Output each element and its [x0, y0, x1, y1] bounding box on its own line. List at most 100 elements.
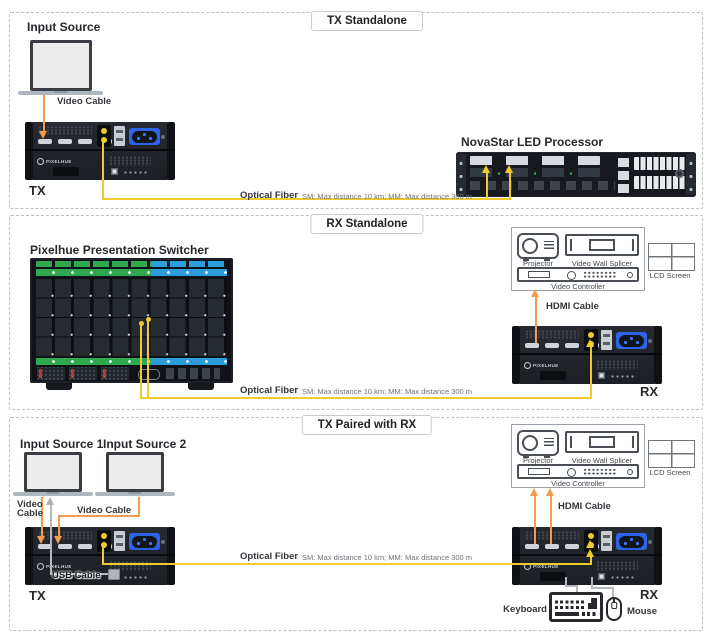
usb-port	[598, 573, 605, 580]
laptop-icon	[18, 40, 103, 95]
card-slots	[36, 278, 227, 356]
optical-fiber-note: SM: Max distance 10 km; MM: Max distance…	[302, 192, 473, 201]
hdmi-cable-arrow	[546, 488, 554, 496]
video-out-port-3	[565, 343, 579, 348]
rx-label: RX	[640, 587, 659, 602]
usb-plug-icon	[108, 569, 120, 580]
video-out-port-2	[545, 544, 559, 549]
tx-label: TX	[29, 183, 46, 198]
optical-fiber-line	[590, 347, 592, 399]
splicer-label: Video Wall Splicer	[571, 259, 633, 268]
ground-screw	[161, 540, 165, 544]
io-ports	[470, 181, 615, 190]
video-in-port-3	[78, 544, 92, 549]
laptop-icon	[13, 452, 93, 496]
optical-fiber-line	[102, 563, 591, 565]
display-devices-box: Projector Video Wall Splicer Video Contr…	[511, 227, 645, 291]
projector-label: Projector	[522, 259, 553, 268]
fiber-port-icon	[97, 530, 111, 552]
video-in-port-3	[78, 139, 92, 144]
ground-screw	[648, 540, 652, 544]
novastar-label: NovaStar LED Processor	[461, 135, 604, 149]
display-devices-box: Projector Video Wall Splicer Video Contr…	[511, 424, 645, 488]
video-wall-splicer-icon	[565, 234, 639, 256]
video-out-port-1	[525, 343, 539, 348]
video-in-port-2	[58, 544, 72, 549]
laptop-base	[18, 91, 103, 95]
lcd-screen-icon	[648, 440, 695, 468]
video-controller-icon	[517, 267, 639, 282]
input-source-1-label: Input Source 1	[20, 437, 104, 451]
keyboard-icon	[549, 592, 603, 622]
video-out-port-1	[525, 544, 539, 549]
section-title-tx-paired-rx: TX Paired with RX	[301, 415, 433, 435]
optical-fiber-arrow	[586, 540, 594, 548]
optical-fiber-line	[590, 557, 592, 565]
optical-fiber-label: Optical Fiber	[240, 190, 299, 201]
usb-port	[598, 372, 605, 379]
keyboard-cable	[565, 577, 567, 587]
laptop-screen	[29, 40, 92, 91]
video-in-port-2	[58, 139, 72, 144]
vent-grille	[596, 360, 638, 370]
optical-fiber-line	[486, 173, 488, 200]
fiber-port-icon	[97, 125, 111, 147]
hdmi-cable-label: HDMI Cable	[558, 501, 611, 512]
video-controller-label: Video Controller	[551, 479, 605, 488]
sfp-module	[114, 531, 125, 551]
tx-label: TX	[29, 588, 46, 603]
video-cable-arrow	[54, 536, 62, 544]
optical-fiber-line	[102, 198, 511, 200]
optical-fiber-line	[509, 173, 511, 200]
switcher-label: Pixelhue Presentation Switcher	[30, 243, 209, 257]
video-in-port-1	[38, 139, 52, 144]
optical-fiber-line	[102, 140, 104, 200]
power-inlet	[616, 332, 647, 349]
hdmi-cable-arrow	[531, 289, 539, 297]
video-cable-label: Video Cable	[77, 505, 132, 516]
vent-grille	[38, 531, 92, 540]
laptop-icon	[95, 452, 175, 496]
video-out-port-2	[545, 343, 559, 348]
section-title-tx-standalone: TX Standalone	[311, 11, 423, 31]
usb-cable-line	[50, 573, 110, 575]
ethernet-ports	[634, 176, 686, 189]
keyboard-cable	[576, 585, 578, 593]
control-ports	[166, 368, 220, 379]
brand-logo: PIXELHUE	[524, 362, 559, 369]
usb-cable-label: USB Cable	[52, 570, 101, 581]
ethernet-ports	[634, 157, 686, 170]
power-inlet	[616, 533, 647, 550]
optical-fiber-line	[140, 323, 142, 399]
sfp-module	[601, 330, 612, 350]
optical-fiber-label: Optical Fiber	[240, 385, 299, 396]
video-cable-line	[138, 497, 140, 517]
tx-device: PIXELHUE	[25, 122, 175, 180]
vent-grille	[525, 531, 579, 540]
usb-cable-arrow	[46, 497, 54, 505]
video-cable-line	[41, 497, 43, 536]
video-wall-splicer-icon	[565, 431, 639, 453]
video-controller-icon	[517, 464, 639, 479]
usb-cable-line	[50, 505, 52, 575]
novastar-led-processor	[456, 152, 696, 197]
optical-fiber-arrow	[505, 165, 513, 173]
pixelhue-logo-icon	[524, 362, 531, 369]
splicer-label: Video Wall Splicer	[571, 456, 633, 465]
tx-device: PIXELHUE	[25, 527, 175, 585]
video-cable-line	[58, 515, 140, 517]
optical-fiber-note: SM: Max distance 10 km; MM: Max distance…	[302, 553, 473, 562]
video-cable-label: Video Cable	[57, 96, 112, 107]
xlr-connector	[138, 369, 160, 380]
video-cable-line	[58, 515, 60, 536]
brand-logo: PIXELHUE	[37, 563, 72, 570]
power-supply	[101, 367, 129, 380]
vent-grille	[109, 156, 151, 166]
optical-fiber-line	[140, 397, 592, 399]
sfp-module	[601, 531, 612, 551]
fiber-connector-dot	[146, 317, 151, 322]
lcd-screen-label: LCD Screen	[649, 271, 691, 280]
optical-fiber-arrow	[586, 339, 594, 347]
hdmi-cable-line	[534, 496, 536, 544]
keyboard-cable	[565, 585, 578, 587]
